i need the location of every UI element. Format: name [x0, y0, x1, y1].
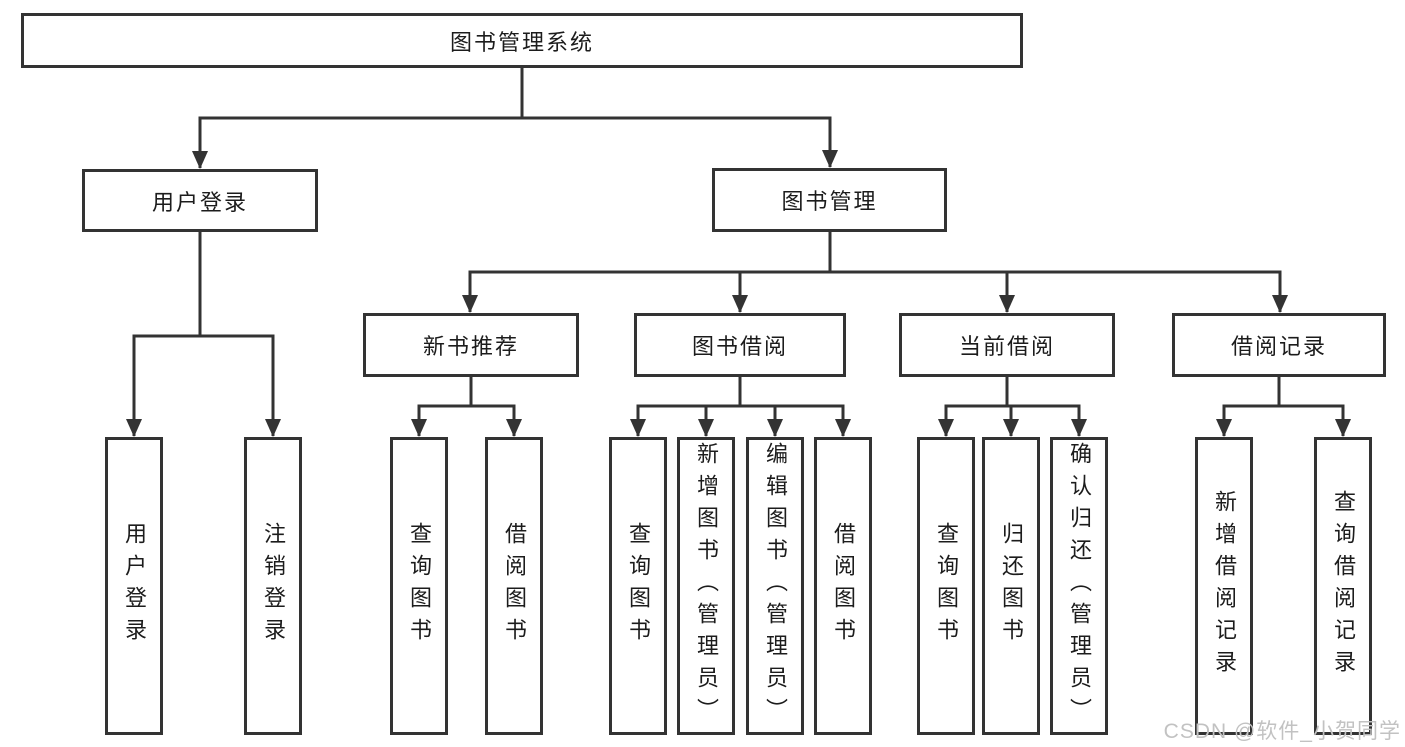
leaf-borrow-books: 借阅图书 [814, 437, 872, 735]
leaf-query-books-borrowing-label: 查询图书 [626, 522, 651, 650]
node-current-borrowing: 当前借阅 [899, 313, 1115, 377]
leaf-borrow-books-recommend-label: 借阅图书 [502, 522, 527, 650]
leaf-edit-books-admin-label: 编辑图书（管理员） [763, 442, 788, 730]
leaf-query-borrow-record-label: 查询借阅记录 [1331, 490, 1356, 682]
node-root-label: 图书管理系统 [449, 29, 594, 55]
node-user-login: 用户登录 [82, 169, 318, 232]
leaf-add-books-admin: 新增图书（管理员） [677, 437, 735, 735]
node-book-management: 图书管理 [712, 168, 947, 232]
node-book-management-label: 图书管理 [781, 189, 878, 214]
leaf-confirm-return-admin-label: 确认归还（管理员） [1067, 442, 1092, 730]
node-book-borrowing-label: 图书借阅 [691, 334, 788, 359]
leaf-logout: 注销登录 [244, 437, 302, 735]
leaf-query-borrow-record: 查询借阅记录 [1314, 437, 1372, 735]
watermark: CSDN @软件_小贺同学 [1163, 720, 1401, 743]
node-new-book-recommendation: 新书推荐 [363, 313, 579, 377]
node-borrowing-records-label: 借阅记录 [1230, 334, 1327, 359]
leaf-return-books: 归还图书 [982, 437, 1040, 735]
node-book-borrowing: 图书借阅 [634, 313, 846, 377]
leaf-user-login: 用户登录 [105, 437, 163, 735]
leaf-add-borrow-record-label: 新增借阅记录 [1212, 490, 1237, 682]
leaf-add-books-admin-label: 新增图书（管理员） [694, 442, 719, 730]
leaf-return-books-label: 归还图书 [999, 522, 1024, 650]
node-borrowing-records: 借阅记录 [1172, 313, 1386, 377]
leaf-query-books-current: 查询图书 [917, 437, 975, 735]
leaf-edit-books-admin: 编辑图书（管理员） [746, 437, 804, 735]
leaf-borrow-books-recommend: 借阅图书 [485, 437, 543, 735]
leaf-query-books-recommend: 查询图书 [390, 437, 448, 735]
leaf-query-books-borrowing: 查询图书 [609, 437, 667, 735]
leaf-borrow-books-label: 借阅图书 [831, 522, 856, 650]
leaf-query-books-current-label: 查询图书 [934, 522, 959, 650]
leaf-user-login-label: 用户登录 [122, 522, 147, 650]
leaf-query-books-recommend-label: 查询图书 [407, 522, 432, 650]
leaf-logout-label: 注销登录 [261, 522, 286, 650]
node-root: 图书管理系统 [21, 13, 1023, 68]
leaf-confirm-return-admin: 确认归还（管理员） [1050, 437, 1108, 735]
leaf-add-borrow-record: 新增借阅记录 [1195, 437, 1253, 735]
node-current-borrowing-label: 当前借阅 [958, 334, 1055, 359]
node-user-login-label: 用户登录 [151, 189, 248, 215]
node-new-book-recommendation-label: 新书推荐 [422, 334, 519, 359]
